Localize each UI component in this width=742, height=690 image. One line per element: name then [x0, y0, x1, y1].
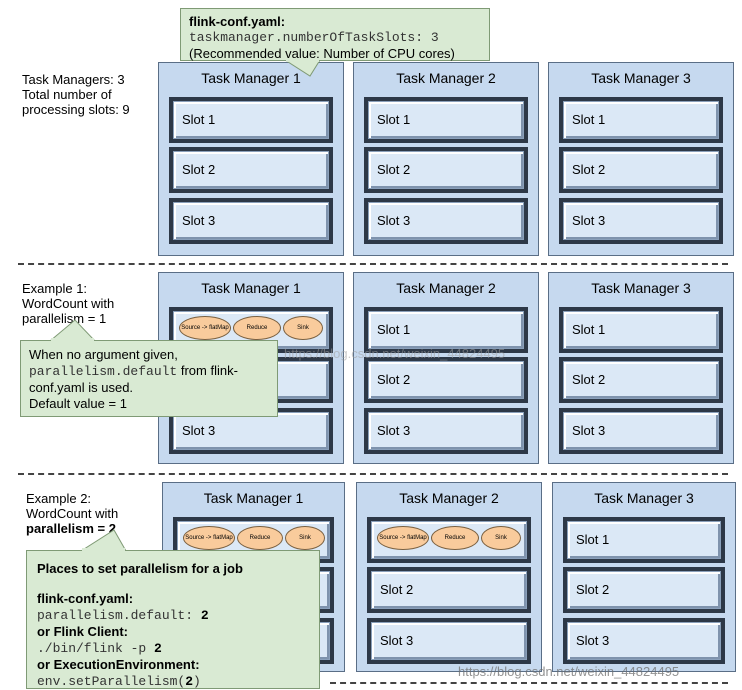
- param-name: parallelism.default: [29, 364, 178, 379]
- section2-label: Example 1: WordCount with parallelism = …: [22, 281, 115, 326]
- task-manager-title: Task Manager 3: [591, 70, 691, 86]
- slot-1: Slot 1: [169, 97, 333, 143]
- task-manager-title: Task Manager 1: [201, 70, 301, 86]
- task-manager-title: Task Manager 2: [399, 490, 499, 506]
- top-callout: flink-conf.yaml: taskmanager.numberOfTas…: [180, 8, 490, 61]
- slot-3: Slot 3: [563, 618, 725, 664]
- task-manager-3: Task Manager 3 Slot 1 Slot 2 Slot 3: [548, 62, 734, 256]
- slot-1: Slot 1: [563, 517, 725, 563]
- slot-1: Slot 1: [559, 97, 723, 143]
- callout-title: Places to set parallelism for a job: [37, 561, 243, 576]
- slot-3: Slot 3: [559, 198, 723, 244]
- task-manager-1: Task Manager 1 Slot 1 Slot 2 Slot 3: [158, 62, 344, 256]
- slot-2: Slot 2: [563, 567, 725, 613]
- operator-reduce: Reduce: [237, 526, 283, 550]
- example2-callout: Places to set parallelism for a job flin…: [26, 550, 320, 689]
- slot-1: Slot 1: [364, 307, 528, 353]
- task-manager-title: Task Manager 3: [591, 280, 691, 296]
- slot-3: Slot 3: [364, 198, 528, 244]
- section3-label: Example 2: WordCount with parallelism = …: [26, 491, 119, 536]
- slot-3: Slot 3: [559, 408, 723, 454]
- operator-source: Source -> flatMap: [377, 526, 429, 550]
- operator-source: Source -> flatMap: [183, 526, 235, 550]
- slot-2: Slot 2: [364, 357, 528, 403]
- task-manager-2: Task Manager 2 Slot 1 Slot 2 Slot 3: [353, 62, 539, 256]
- task-manager-title: Task Manager 1: [203, 490, 304, 506]
- task-manager-2: Task Manager 2 Slot 2 Slot 3 Source -> f…: [356, 482, 542, 672]
- example1-callout: When no argument given, parallelism.defa…: [20, 340, 278, 417]
- slot-2: Slot 2: [364, 147, 528, 193]
- task-manager-title: Task Manager 3: [594, 490, 694, 506]
- task-manager-3: Task Manager 3 Slot 1 Slot 2 Slot 3: [552, 482, 736, 672]
- section-divider: [18, 473, 728, 475]
- task-manager-2: Task Manager 2 Slot 1 Slot 2 Slot 3: [353, 272, 539, 464]
- callout-title: flink-conf.yaml:: [189, 14, 286, 29]
- callout-code: taskmanager.numberOfTaskSlots: 3: [189, 30, 439, 45]
- slot-2: Slot 2: [559, 147, 723, 193]
- task-manager-title: Task Manager 2: [396, 70, 496, 86]
- operator-sink: Sink: [283, 316, 323, 340]
- slot-1: Slot 1: [364, 97, 528, 143]
- slot-2: Slot 2: [169, 147, 333, 193]
- callout-note: (Recommended value: Number of CPU cores): [189, 46, 455, 61]
- operator-source: Source -> flatMap: [179, 316, 231, 340]
- operator-sink: Sink: [285, 526, 325, 550]
- watermark-middle: https://blog.csdn.net/weixin_44824495: [284, 346, 506, 361]
- slot-1: Slot 1: [559, 307, 723, 353]
- slot-3: Slot 3: [367, 618, 531, 664]
- slot-3: Slot 3: [364, 408, 528, 454]
- task-manager-3: Task Manager 3 Slot 1 Slot 2 Slot 3: [548, 272, 734, 464]
- section1-label: Task Managers: 3 Total number of process…: [22, 72, 130, 117]
- slot-2: Slot 2: [367, 567, 531, 613]
- operator-reduce: Reduce: [431, 526, 479, 550]
- task-manager-title: Task Manager 1: [201, 280, 301, 296]
- task-manager-title: Task Manager 2: [396, 280, 496, 296]
- section-divider: [330, 682, 728, 684]
- slot-2: Slot 2: [559, 357, 723, 403]
- watermark-bottom: https://blog.csdn.net/weixin_44824495: [458, 664, 680, 679]
- operator-reduce: Reduce: [233, 316, 281, 340]
- slot-3: Slot 3: [169, 198, 333, 244]
- section-divider: [18, 263, 728, 265]
- operator-sink: Sink: [481, 526, 521, 550]
